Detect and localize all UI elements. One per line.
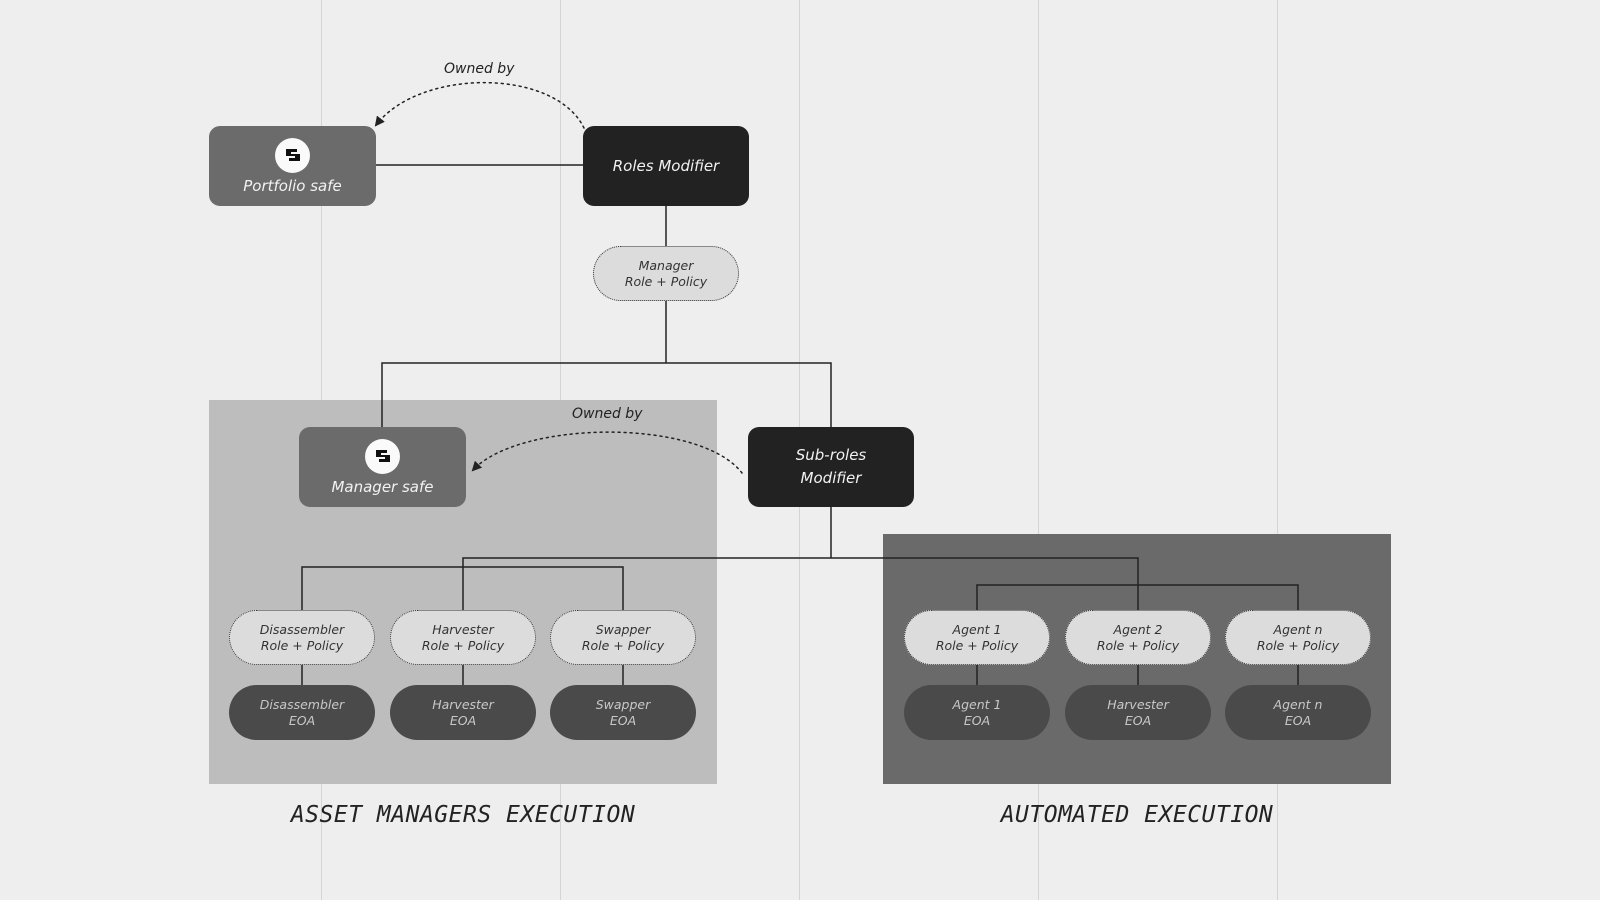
roles-modifier-label: Roles Modifier (612, 156, 720, 175)
subroles-label-line2: Modifier (800, 469, 862, 487)
role-policy: Role + Policy (935, 637, 1019, 653)
eoa-name: Agent n (1273, 696, 1323, 712)
manager-safe-node[interactable]: Manager safe (299, 427, 466, 507)
eoa-type: EOA (1284, 712, 1312, 728)
eoa-type: EOA (449, 712, 477, 728)
owned-by-label: Owned by (572, 406, 643, 422)
roles-modifier-node[interactable]: Roles Modifier (583, 126, 749, 206)
eoa-type: EOA (288, 712, 316, 728)
edge-agent-roles (976, 584, 1299, 610)
role-policy: Role + Policy (581, 637, 665, 653)
subroles-modifier-node[interactable]: Sub-roles Modifier (748, 427, 914, 507)
manager-safe-label: Manager safe (331, 477, 434, 496)
subroles-label-line1: Sub-roles (795, 446, 867, 464)
edge-bus (462, 557, 1139, 610)
agentn-role-node[interactable]: Agent n Role + Policy (1225, 610, 1371, 665)
role-name: Swapper (595, 621, 651, 637)
harvester-auto-eoa-node[interactable]: Harvester EOA (1065, 685, 1211, 740)
role-policy: Role + Policy (1256, 637, 1340, 653)
role-policy: Role + Policy (260, 637, 344, 653)
eoa-name: Disassembler (259, 696, 345, 712)
owned-by-arrow-mid (471, 431, 743, 474)
grid-line (1038, 0, 1039, 900)
owned-by-label: Owned by (444, 61, 515, 77)
harvester-eoa-node[interactable]: Harvester EOA (390, 685, 536, 740)
eoa-type: EOA (1124, 712, 1152, 728)
eoa-type: EOA (609, 712, 637, 728)
grid-line (1277, 0, 1278, 900)
role-name: Harvester (432, 621, 494, 637)
role-policy: Role + Policy (421, 637, 505, 653)
portfolio-safe-node[interactable]: Portfolio safe (209, 126, 376, 206)
edge-am-roles (301, 566, 624, 610)
manager-role-node[interactable]: Manager Role + Policy (593, 246, 739, 301)
harvester-role-node[interactable]: Harvester Role + Policy (390, 610, 536, 665)
portfolio-safe-label: Portfolio safe (243, 176, 342, 195)
swapper-eoa-node[interactable]: Swapper EOA (550, 685, 696, 740)
role-policy: Role + Policy (624, 273, 708, 289)
agent1-eoa-node[interactable]: Agent 1 EOA (904, 685, 1050, 740)
eoa-name: Harvester (432, 696, 494, 712)
safe-logo-icon (275, 137, 310, 173)
automated-execution-title: AUTOMATED EXECUTION (1000, 802, 1274, 828)
role-name: Agent 2 (1113, 621, 1163, 637)
eoa-name: Harvester (1107, 696, 1169, 712)
eoa-type: EOA (963, 712, 991, 728)
agentn-eoa-node[interactable]: Agent n EOA (1225, 685, 1371, 740)
eoa-name: Agent 1 (952, 696, 1002, 712)
eoa-name: Swapper (595, 696, 651, 712)
swapper-role-node[interactable]: Swapper Role + Policy (550, 610, 696, 665)
agent1-role-node[interactable]: Agent 1 Role + Policy (904, 610, 1050, 665)
role-policy: Role + Policy (1096, 637, 1180, 653)
edge-split-safe-subroles (381, 362, 832, 427)
role-name: Agent 1 (952, 621, 1002, 637)
disassembler-role-node[interactable]: Disassembler Role + Policy (229, 610, 375, 665)
agent2-role-node[interactable]: Agent 2 Role + Policy (1065, 610, 1211, 665)
owned-by-arrow-top (374, 81, 585, 129)
asset-managers-title: ASSET MANAGERS EXECUTION (290, 802, 636, 828)
role-name: Disassembler (259, 621, 345, 637)
role-name: Manager (638, 257, 694, 273)
disassembler-eoa-node[interactable]: Disassembler EOA (229, 685, 375, 740)
role-name: Agent n (1273, 621, 1323, 637)
safe-logo-icon (365, 438, 400, 474)
